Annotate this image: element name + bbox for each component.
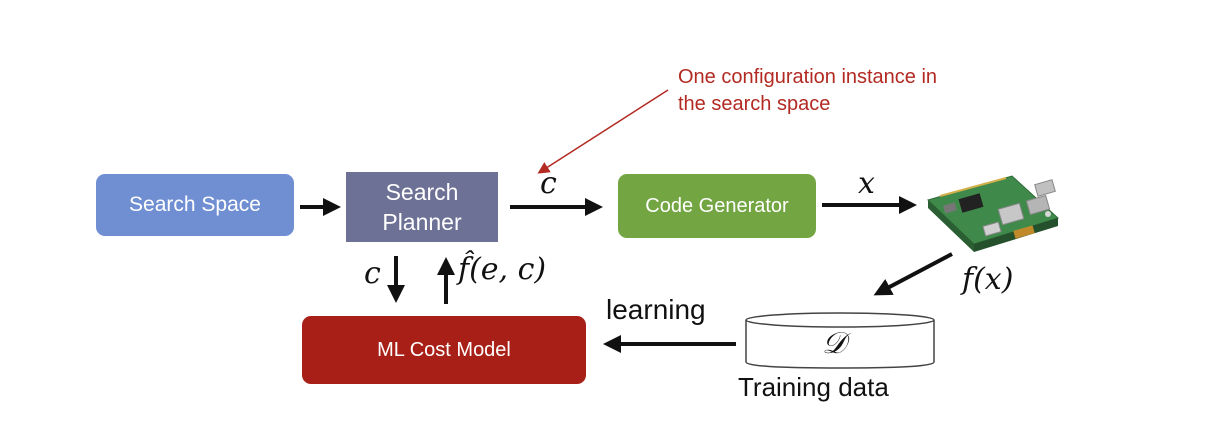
arrow-device-to-dataset [873, 252, 953, 296]
search-planner-label-2: Planner [382, 209, 462, 235]
annotation-line-1: One configuration instance in [678, 66, 938, 88]
edge-label-f-x: f(x) [962, 262, 1014, 297]
edge-label-c-down: c [364, 256, 381, 291]
code-generator-label: Code Generator [645, 194, 789, 217]
code-generator-node: Code Generator [618, 174, 816, 238]
ml-cost-model-node: ML Cost Model [302, 316, 586, 384]
search-space-node: Search Space [96, 174, 294, 236]
training-data-label: Training data [738, 372, 889, 402]
search-space-label: Search Space [129, 193, 261, 216]
search-planner-label-1: Search [385, 179, 459, 205]
annotation-note: One configuration instance in the search… [678, 64, 937, 118]
edge-label-c: c [540, 166, 557, 201]
dataset-cylinder [745, 312, 935, 369]
edge-label-x: x [858, 166, 875, 201]
edge-label-learning: learning [606, 294, 706, 325]
annotation-line-2: the search space [678, 93, 831, 115]
edge-label-f-hat: f̂(e, c) [458, 252, 547, 287]
ml-cost-model-label: ML Cost Model [377, 338, 511, 361]
dataset-symbol: 𝒟 [822, 326, 846, 361]
annotation-arrow [537, 89, 669, 174]
circuit-board-icon [927, 175, 1059, 252]
search-planner-node: Search Planner [346, 172, 498, 242]
